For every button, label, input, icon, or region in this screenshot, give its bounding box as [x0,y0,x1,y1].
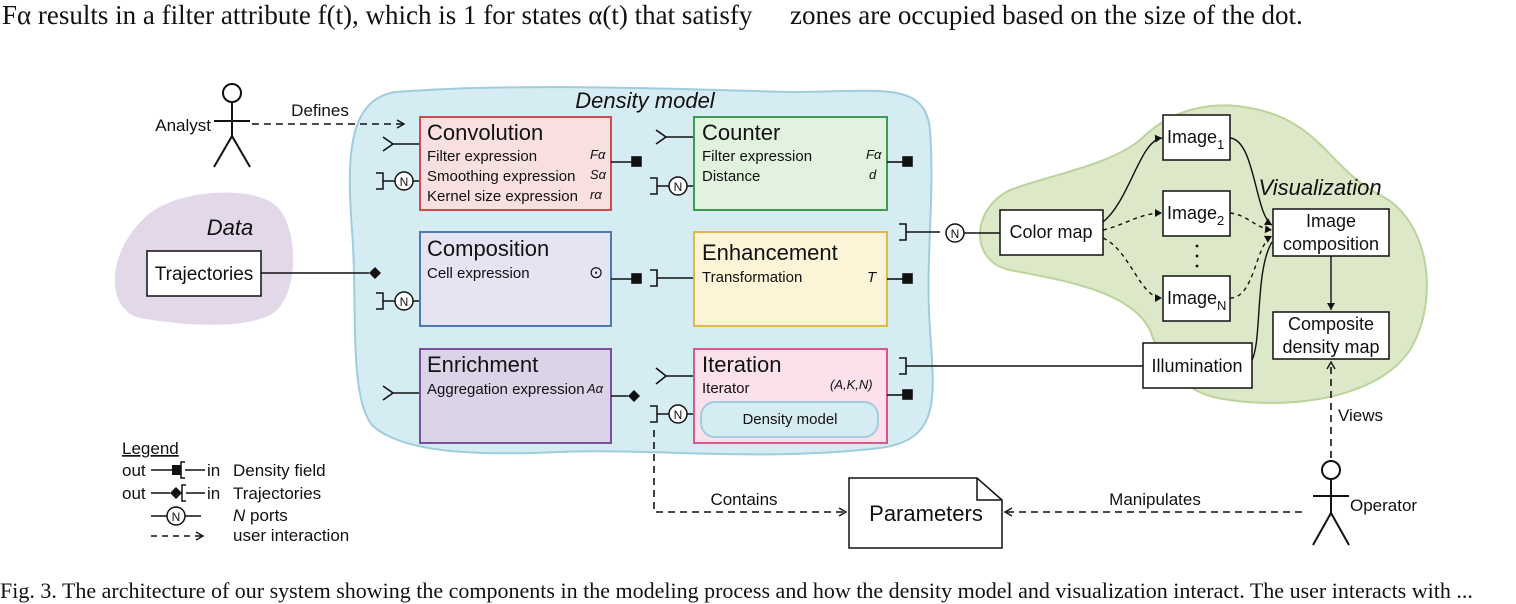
svg-text:N: N [674,180,683,194]
n-ports [376,171,965,424]
composition-title: Composition [427,236,549,261]
parameters-document [848,477,1003,549]
enrichment-title: Enrichment [427,352,538,377]
legend-user-interaction: user interaction [233,526,349,545]
counter-title: Counter [702,120,780,145]
enhancement-block [693,231,888,327]
operator-actor [1312,460,1350,546]
convolution-sym-3: rα [590,187,602,202]
imageN-box [1162,275,1231,322]
views-label: Views [1338,406,1383,425]
image1-label: Image1 [1167,127,1224,152]
enrichment-block [419,348,612,444]
enrichment-diamond [628,390,640,402]
convolution-row-2: Smoothing expression [427,168,575,185]
text-above-right: zones are occupied based on the size of … [790,0,1303,30]
svg-text:N: N [400,175,409,189]
enhancement-row-1: Transformation [702,269,802,286]
contains-edge [653,430,848,517]
iteration-inner-density-model [700,401,879,438]
counter-sym-2: d [869,167,877,182]
parameters-label: Parameters [869,501,983,526]
legend-out-2: out [122,484,146,503]
color-map-label: Color map [1009,222,1092,242]
svg-text:N: N [172,510,181,524]
iteration-sym-1: (A,K,N) [830,377,873,392]
visualization-edges [1102,134,1335,361]
convolution-row-3: Kernel size expression [427,188,578,205]
counter-sym-1: Fα [866,147,882,162]
iteration-row-1: Iterator [702,380,750,397]
illumination-box [1142,342,1253,389]
composition-sym-1: ⊙ [589,263,603,282]
image-ellipsis [1195,244,1199,268]
composite-label-1: Composite [1288,314,1374,334]
defines-label: Defines [291,101,349,120]
counter-block [693,116,888,211]
iteration-inner-label: Density model [742,411,837,428]
composite-label-2: density map [1282,337,1379,357]
trajectories-box [146,250,262,297]
enrichment-row-1: Aggregation expression [427,381,585,398]
trajectories-label: Trajectories [155,264,254,285]
visualization-title: Visualization [1258,175,1381,200]
svg-text:N: N [951,227,960,241]
color-map-box [999,209,1104,256]
svg-text:N: N [674,408,683,422]
legend-in-1: in [207,461,220,480]
convolution-block [419,116,612,211]
svg-text:N: N [400,295,409,309]
analyst-label: Analyst [155,116,211,135]
counter-row-1: Filter expression [702,148,812,165]
operator-label: Operator [1350,496,1417,515]
output-ports [611,156,913,400]
legend-title: Legend [122,439,179,458]
density-model-title: Density model [575,88,716,113]
contains-label: Contains [710,490,777,509]
convolution-title: Convolution [427,120,543,145]
legend-in-2: in [207,484,220,503]
image-composition-box [1272,208,1390,257]
n-port-labels: N N N N N [400,175,960,422]
legend-n-ports: N ports [233,506,288,525]
input-ports [382,129,1143,401]
image-composition-label-1: Image [1306,211,1356,231]
imageN-label: ImageN [1167,288,1226,313]
legend-density-field: Density field [233,461,326,480]
legend-out-1: out [122,461,146,480]
figure-caption: Fig. 3. The architecture of our system s… [0,578,1473,603]
image2-box [1162,190,1231,237]
enhancement-title: Enhancement [702,240,838,265]
analyst-actor [213,83,251,168]
illumination-label: Illumination [1151,356,1242,376]
manipulates-label: Manipulates [1109,490,1201,509]
trajectories-diamond [369,267,381,279]
counter-row-2: Distance [702,168,760,185]
text-above-left: Fα results in a filter attribute f(t), w… [2,0,753,30]
image1-box [1162,114,1231,161]
iteration-title: Iteration [702,352,782,377]
enrichment-sym-1: Aα [586,381,604,396]
convolution-row-1: Filter expression [427,148,537,165]
architecture-diagram: Density model Data Visualization Analyst… [114,83,1428,549]
composite-density-map-box [1272,311,1390,360]
legend: Legend out in Density field out in Traje… [122,439,349,545]
legend-trajectories: Trajectories [233,484,321,503]
image-composition-label-2: composition [1283,234,1379,254]
parameters-fold [976,478,1002,501]
data-title: Data [207,215,253,240]
enhancement-sym-1: T [867,269,878,286]
image2-label: Image2 [1167,203,1224,228]
composition-row-1: Cell expression [427,265,530,282]
convolution-sym-2: Sα [590,167,607,182]
convolution-sym-1: Fα [590,147,606,162]
